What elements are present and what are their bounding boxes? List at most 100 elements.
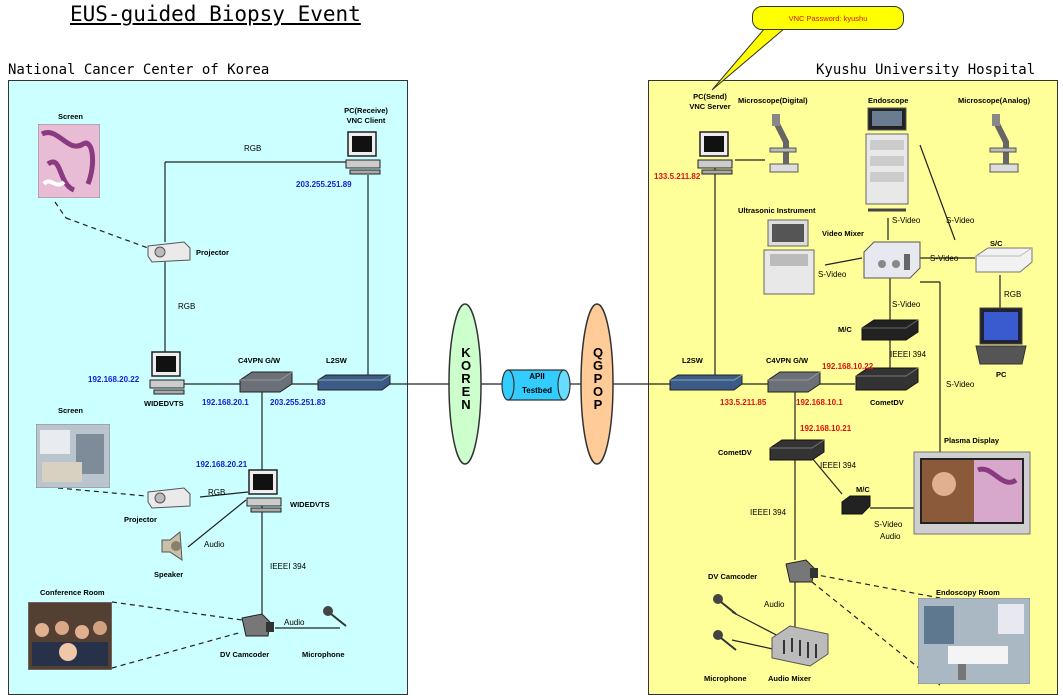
label-projector-top: Projector — [196, 248, 229, 257]
label-mc-top: M/C — [838, 325, 852, 334]
label-conference-room: Conference Room — [40, 588, 105, 597]
label-svideo-4: S-Video — [818, 270, 847, 279]
label-video-mixer: Video Mixer — [822, 229, 864, 238]
c4vpn-gw-left-icon — [239, 371, 293, 393]
plasma-display-icon — [913, 451, 1031, 535]
dv-camcoder-left-icon — [241, 613, 274, 637]
label-rgb-right: RGB — [1004, 290, 1022, 299]
label-projector-bottom: Projector — [124, 515, 157, 524]
screen-image-bottom — [36, 424, 110, 488]
ip-pc-send: 133.5.211.82 — [654, 172, 701, 181]
label-ieee-b: IEEEI 394 — [820, 461, 857, 470]
label-microscope-analog: Microscope(Analog) — [958, 96, 1031, 105]
l2sw-right-icon — [669, 374, 743, 391]
widedvts-bottom-icon — [246, 469, 282, 513]
microphone-right-top-icon — [713, 594, 737, 615]
label-c4vpn-left: C4VPN G/W — [238, 356, 281, 365]
label-microscope-digital: Microscope(Digital) — [738, 96, 808, 105]
apii-label: APII — [529, 372, 545, 381]
label-l2sw-right: L2SW — [682, 356, 703, 365]
mc-bottom-icon — [841, 495, 871, 515]
ip-cometdv-top: 192.168.10.22 — [822, 362, 874, 371]
laptop-pc-icon — [975, 307, 1027, 365]
label-rgb-top: RGB — [244, 144, 262, 153]
label-svideo-5: S-Video — [892, 300, 921, 309]
projector-top-icon — [147, 241, 191, 263]
label-pc-receive: PC(Receive) — [344, 106, 388, 115]
widedvts-top-icon — [149, 351, 185, 395]
cometdv-top-icon — [855, 367, 919, 391]
label-audio-speaker: Audio — [204, 540, 225, 549]
label-microphone-left: Microphone — [302, 650, 345, 659]
ip-l2sw-right: 133.5.211.85 — [720, 398, 767, 407]
label-audio-mixer-line: Audio — [764, 600, 785, 609]
label-speaker: Speaker — [154, 570, 184, 579]
cometdv-bottom-icon — [769, 439, 825, 461]
label-svideo-6: S-Video — [946, 380, 975, 389]
mc-top-icon — [861, 319, 919, 341]
label-widedvts-top: WIDEDVTS — [144, 399, 184, 408]
endoscope-icon — [865, 107, 909, 212]
left-site-name: National Cancer Center of Korea — [8, 62, 270, 78]
label-endoscope: Endoscope — [868, 96, 909, 105]
ip-cometdv-bottom: 192.168.10.21 — [800, 424, 852, 433]
pc-send-icon — [697, 131, 733, 175]
label-screen-bottom: Screen — [58, 406, 84, 415]
sc-icon — [975, 247, 1033, 273]
dv-camcoder-right-icon — [785, 559, 818, 583]
label-svideo-7: S-Video — [874, 520, 903, 529]
speaker-icon — [161, 531, 183, 561]
label-c4vpn-right: C4VPN G/W — [766, 356, 809, 365]
label-ieee1394-left: IEEEI 394 — [270, 562, 307, 571]
right-site-name: Kyushu University Hospital — [816, 62, 1036, 78]
label-microphone-right: Microphone — [704, 674, 747, 683]
audio-mixer-icon — [771, 625, 829, 667]
label-screen-top: Screen — [58, 112, 84, 121]
label-ieee-a: IEEEI 394 — [890, 350, 927, 359]
label-audio-mixer: Audio Mixer — [768, 674, 811, 683]
label-cometdv-top: CometDV — [870, 398, 904, 407]
label-pc-send: PC(Send) — [693, 92, 727, 101]
label-plasma-display: Plasma Display — [944, 436, 1000, 445]
ip-gw-right: 203.255.251.83 — [270, 398, 326, 407]
l2sw-left-icon — [317, 374, 391, 391]
label-vnc-server: VNC Server — [689, 102, 731, 111]
label-rgb-mid: RGB — [178, 302, 196, 311]
qgpop-network-label: QGPOP — [592, 345, 604, 412]
microphone-right-bottom-icon — [713, 630, 737, 651]
label-endoscopy-room: Endoscopy Room — [936, 588, 1000, 597]
ip-gw-left: 192.168.20.1 — [202, 398, 249, 407]
screen-image-top — [38, 124, 100, 198]
label-l2sw-left: L2SW — [326, 356, 347, 365]
vnc-password-callout: VNC Password: kyushu — [752, 6, 904, 30]
pc-receive-icon — [345, 131, 381, 175]
label-laptop-pc: PC — [996, 370, 1007, 379]
label-audio-right: Audio — [880, 532, 901, 541]
koren-network-label: KOREN — [460, 345, 472, 412]
conference-room-image — [28, 602, 112, 670]
testbed-label: Testbed — [521, 386, 553, 395]
ip-widedvts-top: 192.168.20.22 — [88, 375, 140, 384]
label-vnc-client: VNC Client — [346, 116, 386, 125]
label-widedvts-bottom: WIDEDVTS — [290, 500, 330, 509]
endoscopy-room-image — [918, 598, 1030, 684]
c4vpn-gw-right-icon — [767, 371, 821, 393]
label-cometdv-bottom: CometDV — [718, 448, 752, 457]
ip-gw-right-site: 192.168.10.1 — [796, 398, 843, 407]
label-audio-mic: Audio — [284, 618, 305, 627]
label-svideo-3: S-Video — [930, 254, 959, 263]
ip-pc-receive: 203.255.251.89 — [296, 180, 352, 189]
microphone-left-icon — [323, 606, 347, 627]
projector-bottom-icon — [147, 487, 191, 509]
microscope-analog-icon — [989, 114, 1019, 173]
label-svideo-2: S-Video — [946, 216, 975, 225]
label-ultrasonic: Ultrasonic Instrument — [738, 206, 816, 215]
label-svideo-1: S-Video — [892, 216, 921, 225]
page-title: EUS-guided Biopsy Event — [70, 2, 361, 26]
label-ieee-c: IEEEI 394 — [750, 508, 787, 517]
video-mixer-icon — [863, 241, 921, 279]
label-rgb-bottom: RGB — [208, 488, 226, 497]
ip-widedvts-bottom: 192.168.20.21 — [196, 460, 248, 469]
